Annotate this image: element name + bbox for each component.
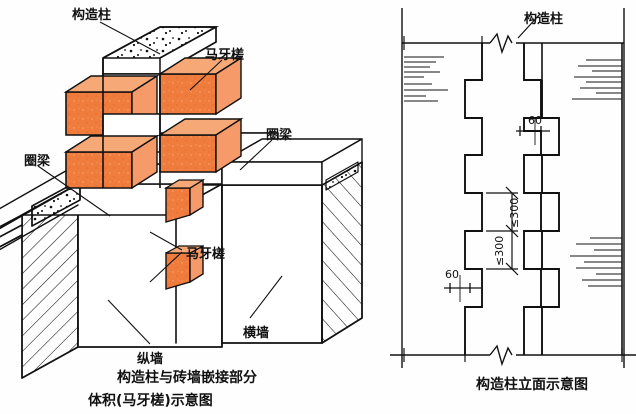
isometric-drawing	[0, 21, 363, 379]
dimension-label-60-lower: 60	[445, 268, 459, 281]
leader-gouzaozhu	[99, 21, 161, 55]
right-diagram-panel: 构造柱 60 60 ≤300 ≤300 构造柱立面示意图	[390, 0, 636, 414]
brick-top-right	[159, 73, 217, 115]
label-mayacha-mid: 马牙槎	[186, 247, 226, 262]
label-quanliang-right: 圈梁	[266, 128, 293, 143]
dimension-label-60-upper: 60	[528, 114, 542, 127]
label-gouzaozhu-elevation: 构造柱	[524, 12, 564, 27]
dimension-60-upper	[516, 118, 550, 145]
right-caption: 构造柱立面示意图	[476, 377, 588, 393]
dimension-label-300-lower: ≤300	[493, 235, 506, 266]
leader-mayacha-mid-1	[149, 231, 183, 251]
elevation-drawing	[390, 8, 636, 368]
label-mayacha-top: 马牙槎	[205, 48, 245, 63]
column-brick-stack	[63, 26, 244, 190]
dimension-60-lower	[444, 275, 482, 302]
wall-course-ticks-right-lower	[570, 237, 622, 287]
toothing-bricks-in-wall	[163, 178, 206, 290]
left-caption-line2: 体积(马牙槎)示意图	[88, 393, 213, 409]
wall-course-ticks-left	[404, 56, 448, 102]
label-gouzaozhu: 构造柱	[72, 8, 112, 23]
leader-mayacha-top	[189, 59, 223, 91]
leader-lines	[37, 21, 283, 345]
leader-quanliang-right	[239, 139, 273, 171]
brick-left-lower	[65, 151, 133, 189]
left-diagram-panel: 构造柱 马牙槎 圈梁 圈梁 马牙槎 纵墙 横墙 构造柱与砖墙嵌接部分 体积(马牙…	[0, 8, 363, 409]
label-quanliang-left: 圈梁	[24, 154, 51, 169]
transverse-wall-face	[221, 184, 323, 344]
leader-mayacha-mid-2	[149, 251, 183, 283]
dimension-label-300-upper: ≤300	[508, 197, 521, 228]
leader-gouzaozhu-elev	[517, 13, 541, 39]
brick-mid-right	[159, 134, 217, 173]
dimension-chain-300	[486, 186, 519, 276]
label-hengqiang: 横墙	[243, 326, 270, 341]
left-caption-line1: 构造柱与砖墙嵌接部分	[117, 370, 257, 386]
leader-zongqiang	[107, 299, 151, 345]
label-zongqiang: 纵墙	[137, 352, 164, 367]
leader-quanliang-left	[37, 165, 111, 217]
leader-hengqiang	[249, 275, 283, 319]
wall-course-ticks-right-upper	[572, 59, 622, 100]
